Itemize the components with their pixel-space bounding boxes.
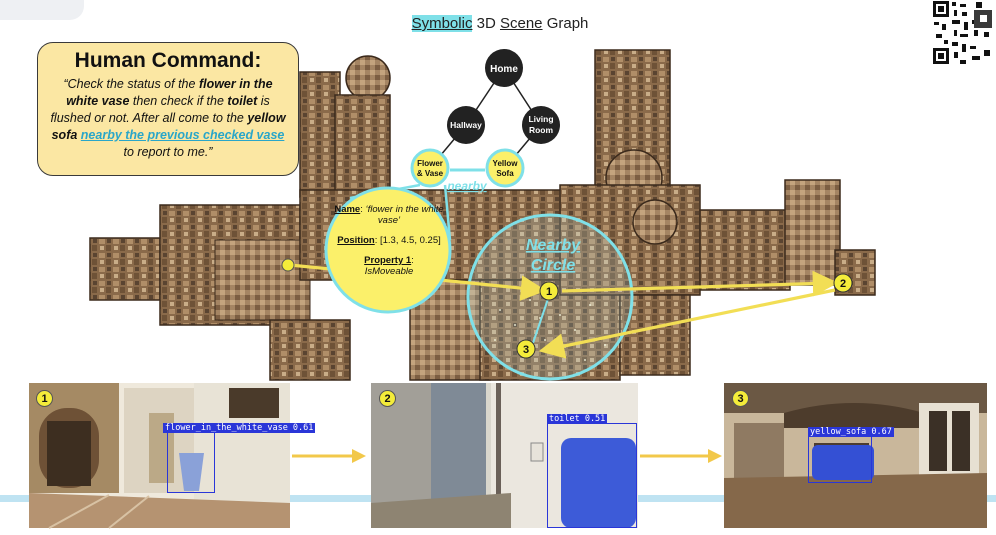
path-to-3 (538, 288, 836, 359)
floorplan (89, 49, 876, 381)
property-position-key: Position (337, 235, 375, 246)
command-heading: Human Command: (74, 49, 262, 72)
svg-text:3: 3 (523, 344, 529, 356)
svg-text:Sofa: Sofa (496, 169, 514, 178)
svg-text:1: 1 (546, 286, 552, 298)
property-attribute-key: Property 1 (364, 255, 412, 266)
waypoint-3: 3 (516, 339, 536, 359)
nearby-circle-label-1: Nearby (526, 237, 581, 254)
qr-code (932, 0, 994, 66)
human-command-box: Human Command: “Check the status of the … (37, 42, 299, 176)
property-attribute-value: IsMoveable (364, 266, 414, 277)
command-object-toilet: toilet (227, 94, 258, 108)
view-image-3: 3 yellow_sofa 0.67 (724, 383, 987, 528)
node-hallway: Hallway (447, 106, 485, 144)
view-1-scene (29, 383, 290, 529)
property-position-value: [1.3, 4.5, 0.25] (380, 235, 441, 246)
title-3d: 3D (476, 15, 496, 32)
start-marker (281, 258, 295, 272)
command-part3: is flushed or not. After all come to the (50, 94, 270, 125)
view-image-1: 1 flower_in_the_white_vase 0.61 (29, 383, 316, 529)
title-scene: Scene (499, 15, 543, 32)
property-position: Position: [1.3, 4.5, 0.25] (337, 235, 441, 246)
nearby-circle-label-2: Circle (531, 257, 576, 274)
property-name-key: Name (334, 204, 361, 215)
node-living-room: Living Room (522, 106, 560, 144)
svg-text:2: 2 (840, 278, 846, 290)
view-1-detection-box (167, 431, 215, 493)
svg-text:Room: Room (529, 125, 554, 135)
view-1-detection-label: flower_in_the_white_vase 0.61 (163, 423, 316, 433)
command-text: “Check the status of the flower in the w… (48, 76, 288, 161)
command-object-sofa: yellow sofa (51, 111, 286, 142)
property-attribute: Property 1: IsMoveable (364, 255, 414, 277)
path-to-2 (561, 270, 839, 297)
view-3-detection-box (808, 435, 872, 483)
svg-text:& Vase: & Vase (417, 169, 444, 178)
property-connector-right (443, 184, 452, 241)
svg-text:Yellow: Yellow (493, 159, 519, 168)
view-2-detection-label: toilet 0.51 (547, 414, 608, 424)
command-part2: then check if the (129, 94, 228, 108)
graph-title: Symbolic 3D Scene Graph (380, 15, 620, 32)
corner-fragment (0, 0, 84, 20)
svg-text:Flower: Flower (417, 159, 443, 168)
command-part5: to report to me.” (123, 145, 213, 159)
property-name: Name: ‘flower in the white vase’ (334, 204, 444, 226)
view-2-detection-box (547, 423, 637, 528)
property-details: Name: ‘flower in the white vase’ Positio… (330, 204, 448, 277)
command-object-flower: flower in the white vase (66, 77, 273, 108)
node-yellow-sofa: Yellow Sofa (485, 148, 525, 188)
command-nearby-link[interactable]: nearby the previous checked vase (80, 128, 285, 142)
waypoint-1: 1 (539, 281, 559, 301)
svg-text:Hallway: Hallway (450, 120, 482, 130)
view-3-badge: 3 (732, 390, 749, 407)
command-part1: “Check the status of the (63, 77, 199, 91)
title-symbolic: Symbolic (411, 15, 473, 32)
view-2-scene (371, 383, 638, 528)
view-3-detection-label: yellow_sofa 0.67 (808, 427, 894, 437)
node-flower-vase: Flower & Vase (410, 148, 450, 188)
view-image-2: 2 toilet 0.51 (371, 383, 638, 528)
view-2-badge: 2 (379, 390, 396, 407)
property-name-value: ‘flower in the white vase’ (365, 204, 444, 226)
nearby-edge-label: nearby (447, 179, 488, 193)
waypoint-2: 2 (833, 273, 853, 293)
view-1-badge: 1 (36, 390, 53, 407)
property-circle (324, 186, 452, 314)
svg-text:Living: Living (528, 114, 553, 124)
svg-text:Home: Home (490, 64, 518, 75)
node-home: Home (485, 49, 523, 87)
view-3-scene (724, 383, 987, 528)
title-graph: Graph (546, 15, 589, 32)
view-arrows (292, 449, 722, 463)
nearby-link-line (532, 298, 549, 344)
